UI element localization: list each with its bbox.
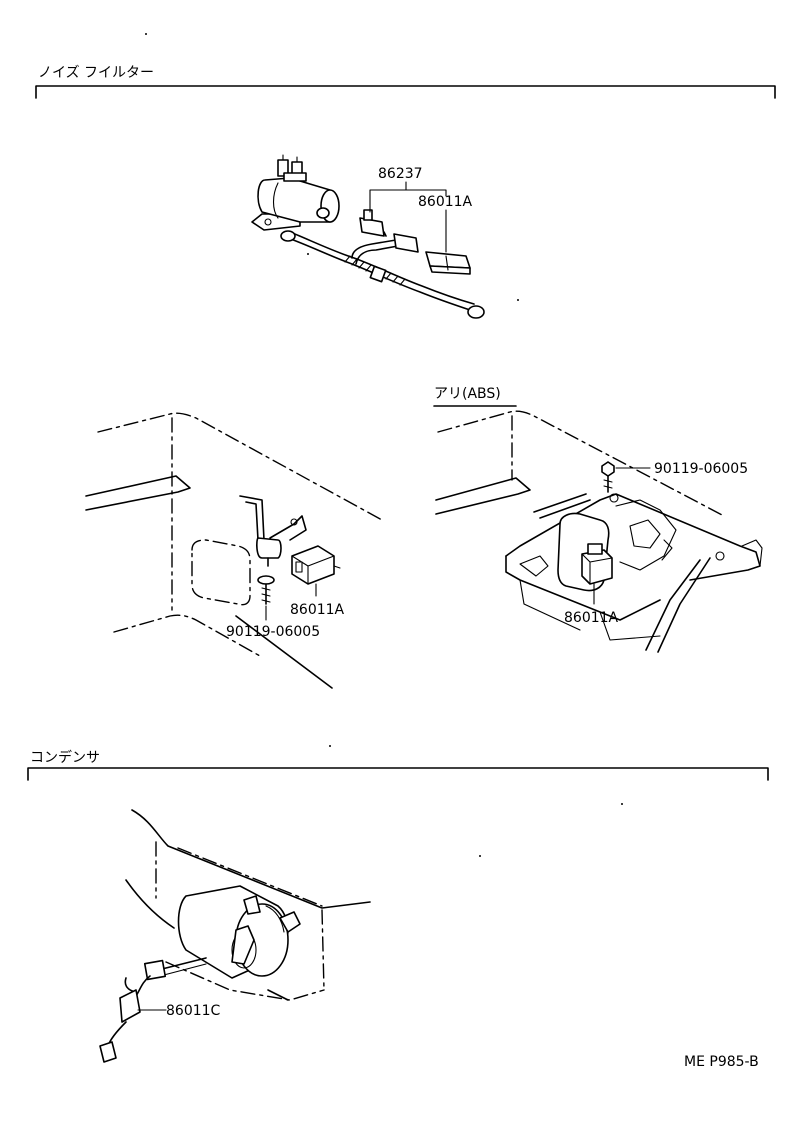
scan-specks — [145, 33, 623, 857]
leader-86237 — [369, 181, 447, 213]
label-86011a-top: 86011A — [418, 194, 473, 210]
label-bolt-left: 90119-06005 — [226, 624, 320, 640]
label-86011c: 86011C — [166, 1003, 221, 1019]
label-86011a-left: 86011A — [290, 602, 345, 618]
label-86237: 86237 — [378, 166, 423, 182]
section-title-abs: アリ(ABS) — [434, 386, 501, 402]
noise-filter-assembly — [251, 154, 340, 231]
insulator-86011a-left — [291, 545, 341, 585]
section-bracket-condenser — [27, 767, 769, 781]
wire-harness — [280, 229, 485, 319]
label-bolt-right: 90119-06005 — [654, 461, 748, 477]
section-title-noise-filter: ノイズ フイルター — [38, 65, 154, 81]
section-bracket-noise-filter — [35, 85, 776, 99]
section-title-condenser: コンデンサ — [30, 749, 100, 766]
insulator-86011a-right — [581, 543, 613, 585]
abs-actuator — [505, 493, 763, 653]
footer-code: ME P985-B — [684, 1054, 759, 1070]
section-condenser: コンデンサ 86011C — [27, 749, 769, 1063]
section-noise-filter: ノイズ フイルター — [35, 65, 776, 319]
condenser-86011c — [99, 957, 207, 1063]
section-abs: アリ(ABS) — [433, 386, 763, 653]
bolt-90119-left — [257, 575, 275, 605]
bolt-90119-right — [601, 461, 615, 493]
connector-86237 — [359, 209, 419, 253]
insulator-86011a-top — [425, 251, 471, 275]
section-mount-left: 86011A 90119-06005 — [85, 412, 383, 689]
label-86011a-right: 86011A — [564, 610, 619, 626]
condenser-motor — [177, 885, 301, 979]
